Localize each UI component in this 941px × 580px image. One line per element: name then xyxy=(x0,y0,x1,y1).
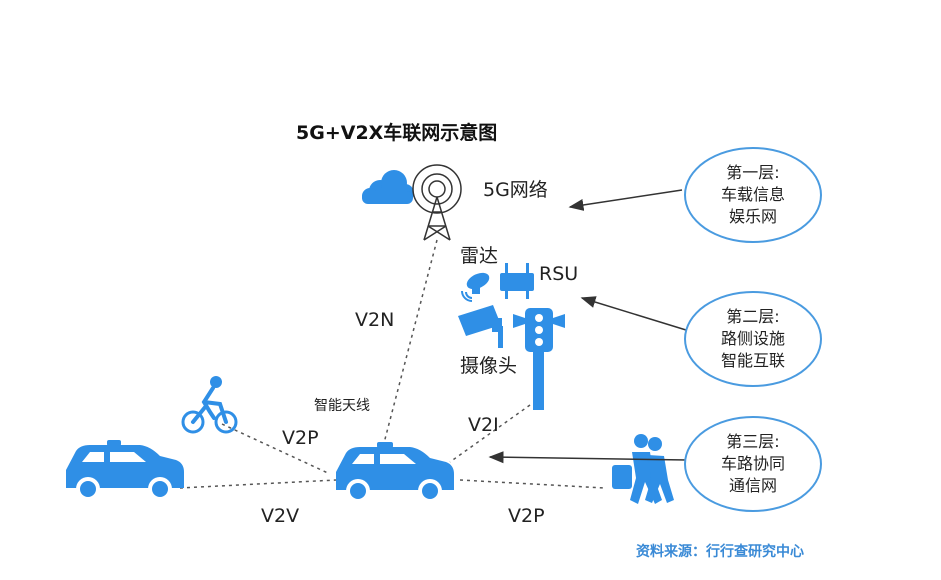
layer-1-title: 第一层: xyxy=(726,163,780,182)
layer-3-title: 第三层: xyxy=(726,432,780,451)
layer-3-line-2: 通信网 xyxy=(728,476,777,495)
layer-1-line-1: 车载信息 xyxy=(720,185,785,204)
cyclist-icon xyxy=(181,376,238,434)
traffic-light-icon xyxy=(513,308,565,410)
layer-2-line-2: 智能互联 xyxy=(720,351,785,370)
camera-icon xyxy=(458,305,503,348)
cloud-icon xyxy=(362,170,414,204)
layer-2-line-1: 路侧设施 xyxy=(720,329,785,348)
v2v-label: V2V xyxy=(261,505,300,527)
v2i-link-line xyxy=(449,404,531,463)
source-note: 资料来源：行行查研究中心 xyxy=(636,544,804,560)
rsu-label: RSU xyxy=(539,263,579,285)
5g-tower-icon xyxy=(412,164,462,241)
layer-3-bubble: 第三层: 车路协同 通信网 xyxy=(684,416,822,512)
camera-label: 摄像头 xyxy=(460,355,518,377)
radar-label: 雷达 xyxy=(460,245,499,267)
layer-2-bubble: 第二层: 路侧设施 智能互联 xyxy=(684,291,822,387)
v2n-link-line xyxy=(383,239,438,444)
v2p-right-label: V2P xyxy=(508,505,545,527)
v2v-link-line xyxy=(179,479,337,489)
pedestrians-icon xyxy=(612,434,674,504)
layer-1-line-2: 娱乐网 xyxy=(728,207,777,226)
layer-1-bubble: 第一层: 车载信息 娱乐网 xyxy=(684,147,822,243)
car-left-icon xyxy=(66,440,184,501)
diagram-title: 5G+V2X车联网示意图 xyxy=(296,122,498,144)
layer1-arrow xyxy=(568,189,683,211)
v2n-label: V2N xyxy=(355,309,395,331)
v2p-left-link-line xyxy=(221,423,331,475)
layer-2-title: 第二层: xyxy=(726,307,780,326)
layer3-arrow xyxy=(488,451,689,464)
5g-network-label: 5G网络 xyxy=(483,179,548,201)
layer-3-line-1: 车路协同 xyxy=(720,454,785,473)
smart-antenna-label: 智能天线 xyxy=(314,398,370,414)
rsu-device-icon xyxy=(500,263,534,299)
radar-icon xyxy=(461,272,490,302)
v2p-left-label: V2P xyxy=(282,427,319,449)
v2p-right-link-line xyxy=(459,479,606,489)
layer2-arrow xyxy=(580,296,687,331)
v2i-label: V2I xyxy=(468,414,499,436)
car-center-icon xyxy=(336,442,454,503)
